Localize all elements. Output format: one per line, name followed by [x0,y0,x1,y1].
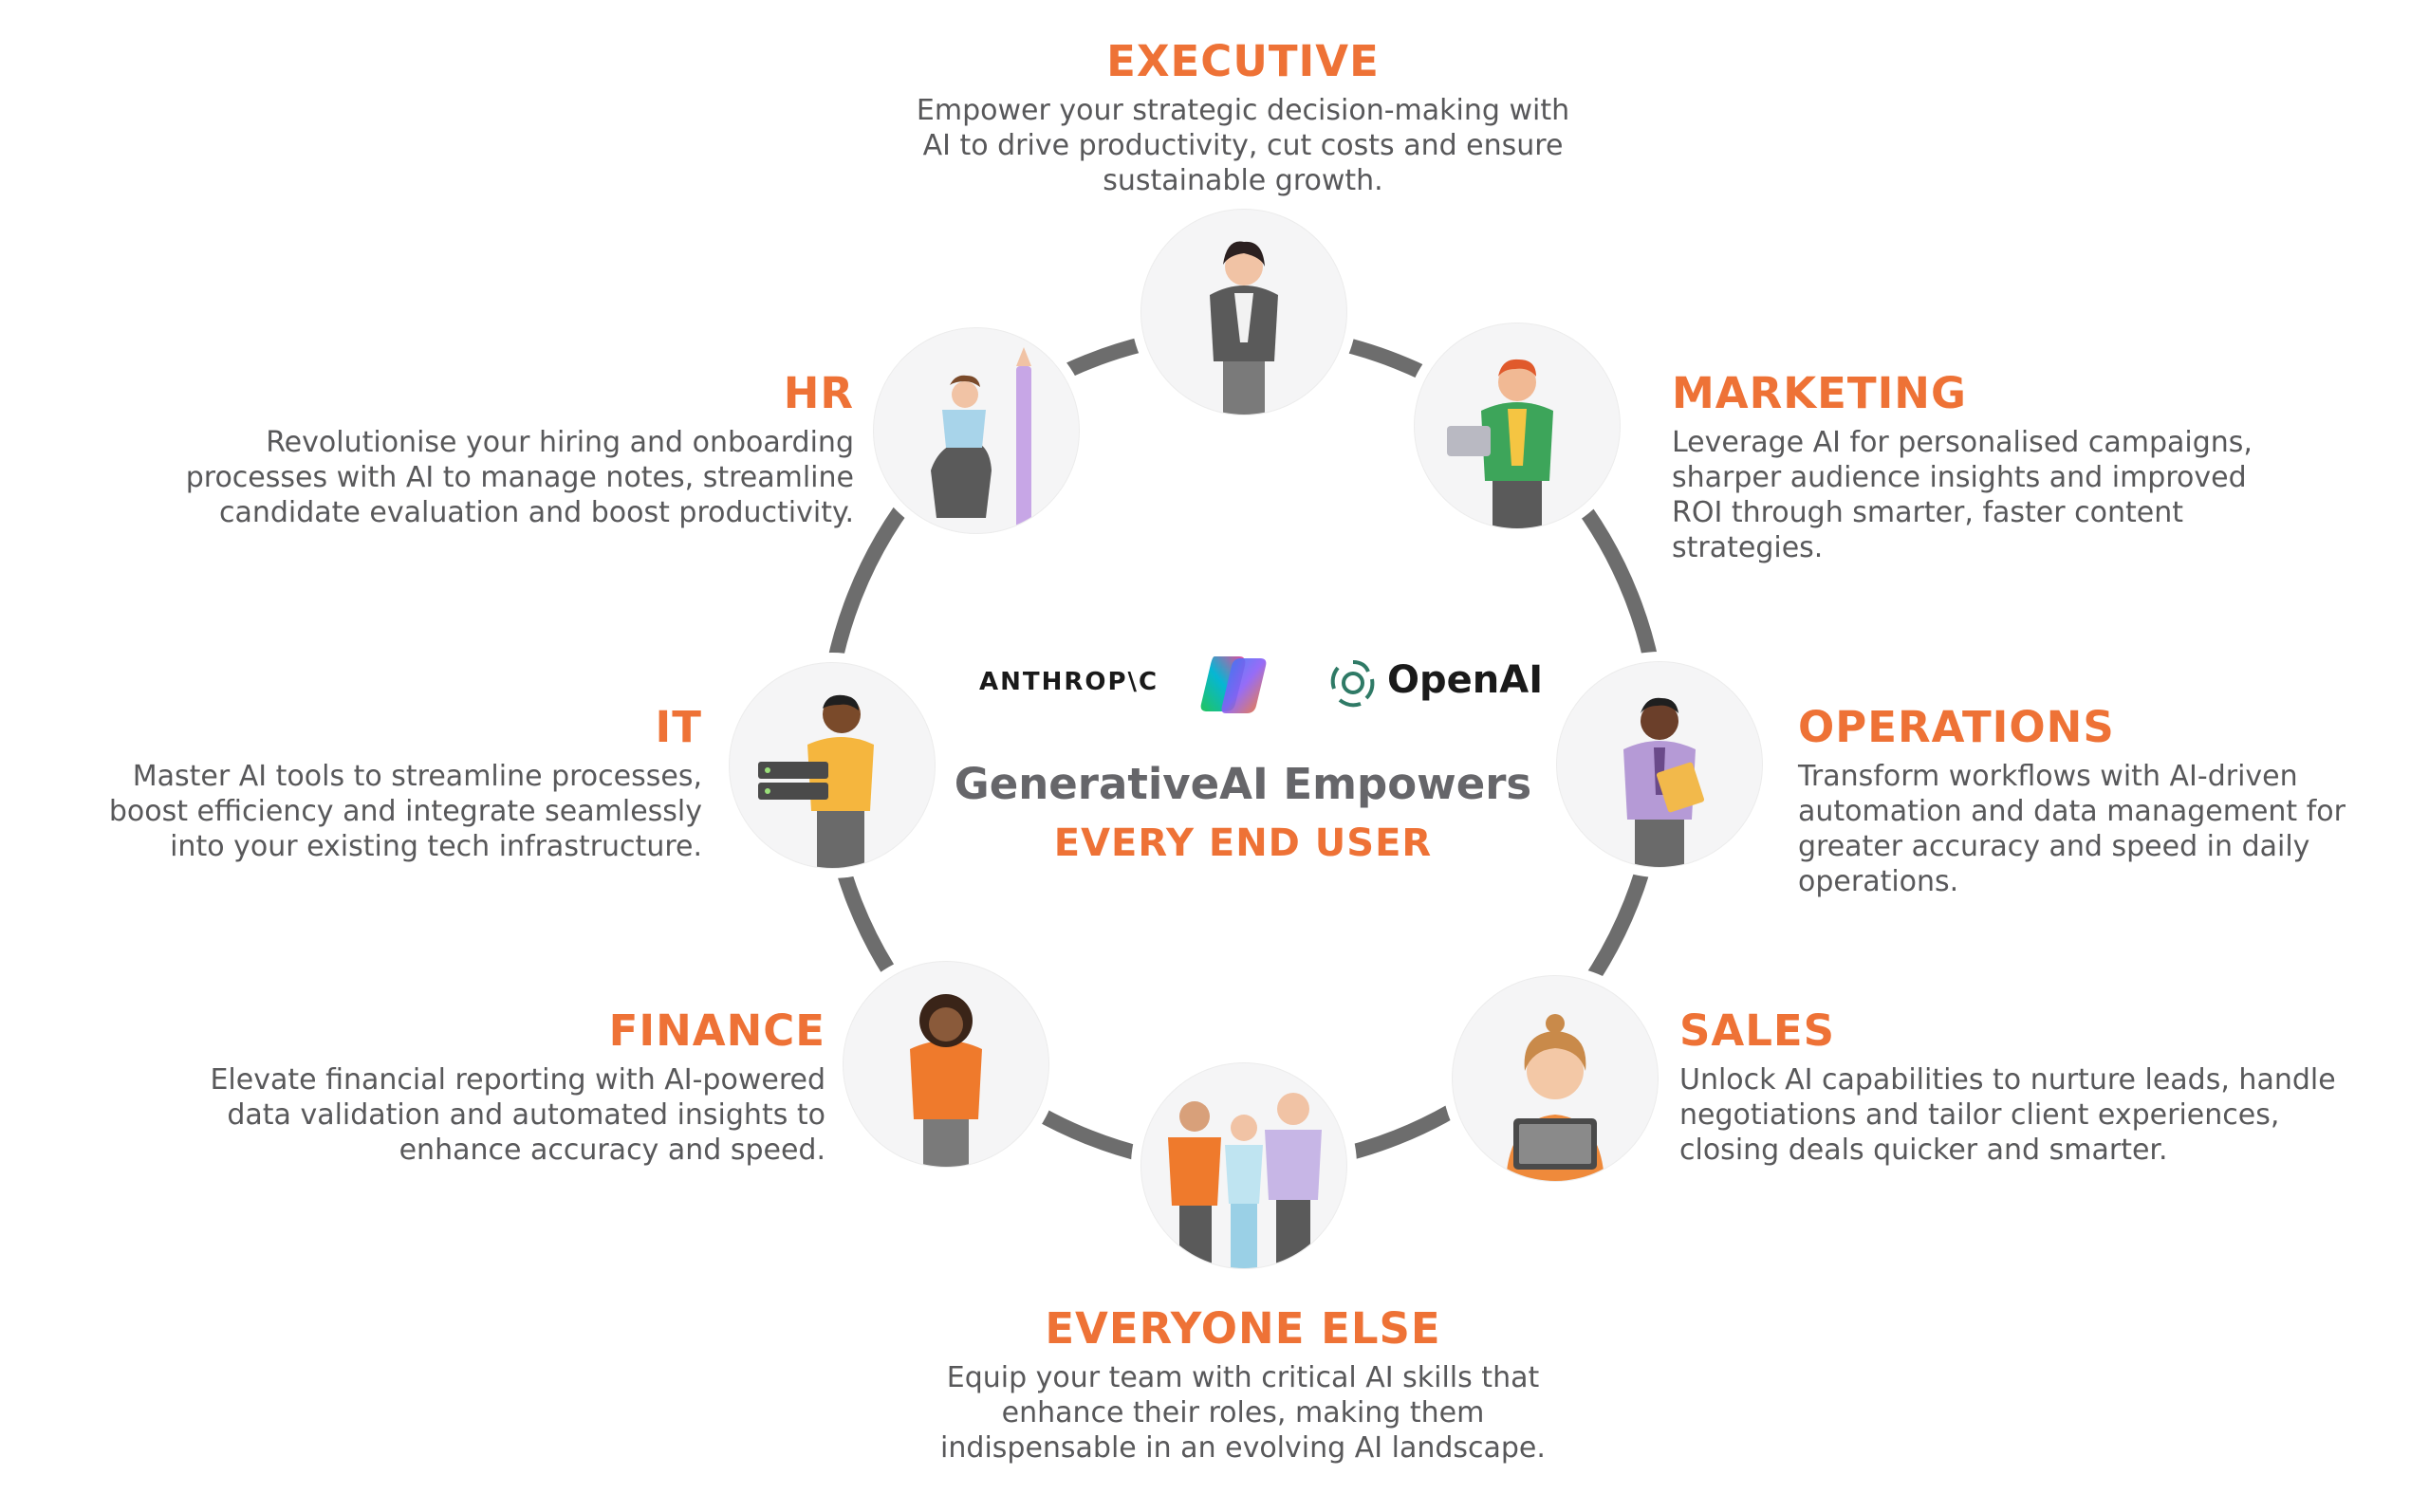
role-text-sales: Unlock AI capabilities to nurture leads,… [1679,1063,2336,1167]
everyone-else-illustration [1140,1062,1347,1269]
role-text-operations: Transform workflows with AI-driven autom… [1798,760,2346,898]
it-illustration [729,662,936,869]
role-marketing: MARKETING Leverage AI for personalised c… [1672,368,2298,565]
operations-illustration [1556,661,1763,868]
openai-logo-text: OpenAI [1387,658,1544,702]
hr-illustration [873,327,1080,534]
sales-illustration [1452,975,1659,1182]
role-hr: HR Revolutionise your hiring and onboard… [152,368,854,530]
role-title-marketing: MARKETING [1672,368,1967,418]
role-everyone-else: EVERYONE ELSE Equip your team with criti… [911,1303,1575,1466]
role-sales: SALES Unlock AI capabilities to nurture … [1679,1005,2363,1168]
role-title-sales: SALES [1679,1005,1836,1056]
role-text-it: Master AI tools to streamline processes,… [108,760,702,863]
hub-subtitle: EVERY END USER [1053,821,1433,865]
marketing-illustration [1414,323,1621,529]
role-text-hr: Revolutionise your hiring and onboarding… [185,426,854,529]
role-executive: EXECUTIVE Empower your strategic decisio… [911,36,1575,198]
role-title-hr: HR [783,368,854,418]
role-it: IT Master AI tools to streamline process… [76,702,702,864]
role-text-everyone-else: Equip your team with critical AI skills … [940,1361,1546,1465]
executive-illustration [1140,209,1347,415]
role-title-it: IT [655,702,702,752]
role-operations: OPERATIONS Transform workflows with AI-d… [1798,702,2386,899]
hub-title: GenerativeAI Empowers [954,759,1532,809]
openai-logo-icon [1330,660,1375,708]
copilot-logo-icon [1200,656,1267,713]
role-title-everyone-else: EVERYONE ELSE [1045,1303,1441,1354]
finance-illustration [843,961,1049,1168]
role-title-executive: EXECUTIVE [1106,36,1380,86]
role-title-operations: OPERATIONS [1798,702,2115,752]
anthropic-logo: ANTHROP\C [979,668,1159,696]
role-finance: FINANCE Elevate financial reporting with… [161,1005,825,1168]
role-text-marketing: Leverage AI for personalised campaigns, … [1672,426,2253,564]
role-text-executive: Empower your strategic decision-making w… [916,94,1570,197]
role-text-finance: Elevate financial reporting with AI-powe… [210,1063,825,1167]
role-title-finance: FINANCE [608,1005,825,1056]
